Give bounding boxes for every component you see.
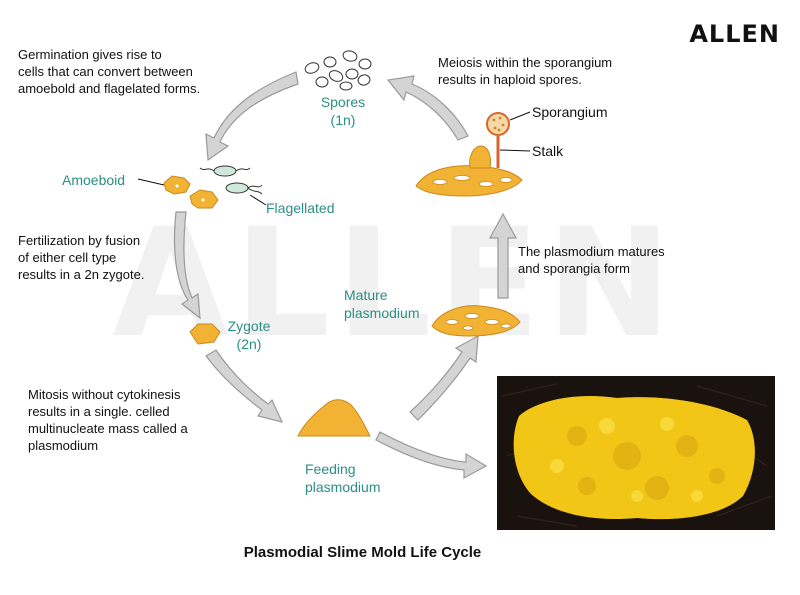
sporangium-leader [509,111,531,121]
slime-mold-photo [497,376,775,530]
text-meiosis: Meiosis within the sporangium results in… [438,55,613,87]
label-stalk: Stalk [532,143,564,159]
label-amoeboid: Amoeboid [62,172,126,188]
flagellated-cells [199,165,263,195]
mature-plasmodium [431,305,521,337]
amoeboid-leader [137,178,165,186]
label-spores: Spores (1n) [320,94,366,128]
arrow-sporangia-to-spores [386,75,469,141]
text-fertilization: Fertilization by fusion of either cell t… [18,233,145,282]
label-sporangium: Sporangium [532,104,608,120]
allen-logo: ALLEN [689,20,780,48]
arrow-spores-to-amoeboid [205,71,299,162]
arrow-amoeboid-to-zygote [173,211,201,320]
label-zygote: Zygote (2n) [227,318,271,352]
arrow-zygote-to-feeding [205,349,284,423]
spores-cluster [304,50,372,91]
watermark: ALLEN [112,197,677,371]
flagellated-leader [249,194,267,206]
amoeboid-cells [163,175,219,209]
stalk-leader [499,149,531,152]
arrow-feeding-to-photo [375,431,488,480]
text-matures: The plasmodium matures and sporangia for… [518,244,665,276]
feeding-plasmodium [297,399,371,437]
zygote-cell [189,323,221,345]
label-mature-plasmodium: Mature plasmodium [344,287,420,321]
arrow-mature-to-sporangia [488,212,518,299]
label-feeding-plasmodium: Feeding plasmodium [305,461,381,495]
text-mitosis: Mitosis without cytokinesis results in a… [28,387,188,453]
cycle-arrows [173,71,518,480]
figure-caption: Plasmodial Slime Mold Life Cycle [243,544,482,561]
text-germination: Germination gives rise to cells that can… [18,47,201,96]
plasmodium-with-sporangia [415,112,523,197]
label-flagellated: Flagellated [266,200,335,216]
